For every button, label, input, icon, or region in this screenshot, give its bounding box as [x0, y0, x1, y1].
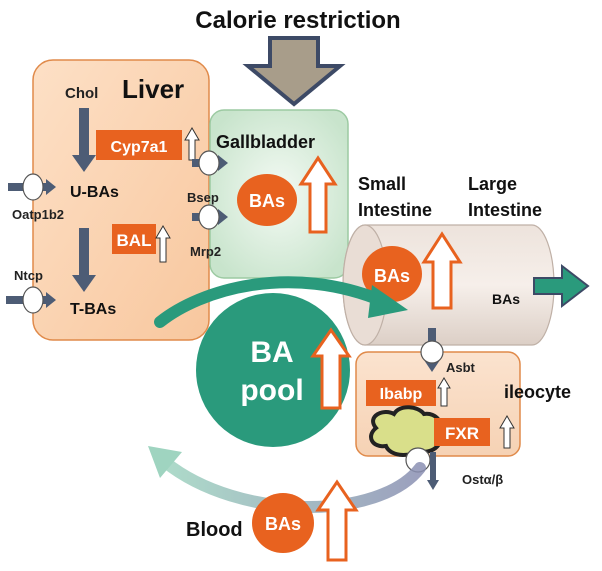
ntcp-arrowhead	[46, 292, 56, 308]
ileocyte-label: ileocyte	[504, 382, 571, 402]
chol-to-ubas-arrow	[79, 108, 89, 158]
blood-up-arrow	[315, 479, 359, 562]
small-intestine-up-arrow	[421, 231, 463, 310]
ibabp-label: Ibabp	[380, 386, 423, 403]
small-intestine-label-1: Small	[358, 174, 406, 194]
liver-to-intestine-flow	[154, 276, 391, 328]
ost-arrowhead	[427, 480, 439, 490]
large-intestine-bas-label: BAs	[492, 291, 520, 307]
small-intestine-label-2: Intestine	[358, 200, 432, 220]
ba-pool-label-1: BA	[250, 336, 293, 369]
ibabp-box	[366, 380, 436, 406]
oatp1b2-label: Oatp1b2	[12, 207, 64, 222]
cyp7a1-up-arrow	[184, 127, 200, 161]
blood-label: Blood	[186, 519, 243, 541]
blood-return-arrowhead	[148, 446, 182, 478]
ubas-label: U-BAs	[70, 184, 119, 201]
gallbladder-bas-node	[237, 174, 297, 226]
bsep-label: Bsep	[187, 190, 219, 205]
small-intestine-bas-label: BAs	[374, 266, 410, 286]
chol-to-ubas-arrowhead	[72, 155, 96, 172]
blood-bas-label: BAs	[265, 514, 301, 534]
cyp7a1-box	[96, 130, 182, 160]
cyp7a1-label: Cyp7a1	[111, 139, 168, 156]
mrp2-label: Mrp2	[190, 244, 221, 259]
blood-bas-node	[252, 493, 314, 553]
fxr-label: FXR	[445, 424, 479, 443]
asbt-arrowhead	[424, 360, 440, 372]
ntcp-transporter	[22, 286, 44, 314]
ntcp-label: Ntcp	[14, 268, 43, 283]
asbt-transporter	[420, 340, 444, 364]
bal-box	[112, 224, 156, 254]
bal-up-arrow	[155, 225, 171, 263]
calorie-restriction-arrow	[242, 36, 346, 107]
liver-label: Liver	[122, 74, 184, 104]
bsep-transporter	[198, 150, 220, 176]
bal-label: BAL	[117, 231, 152, 250]
fxr-box	[434, 418, 490, 446]
oatp1b2-transporter	[22, 173, 44, 201]
large-intestine-label-1: Large	[468, 174, 517, 194]
ubas-to-tbas-arrowhead	[72, 275, 96, 292]
ba-pool-up-arrow	[310, 327, 352, 410]
oatp1b2-arrowhead	[46, 179, 56, 195]
diagram-title: Calorie restriction	[195, 7, 400, 34]
gallbladder-label: Gallbladder	[216, 132, 315, 152]
gallbladder-up-arrow	[298, 155, 338, 234]
excretion-arrow	[533, 263, 590, 309]
ibabp-up-arrow	[437, 377, 451, 407]
gallbladder-bas-label: BAs	[249, 191, 285, 211]
ubas-to-tbas-arrow	[79, 228, 89, 278]
fxr-up-arrow	[499, 415, 515, 449]
ba-pool-circle	[196, 293, 350, 447]
tbas-label: T-BAs	[70, 301, 116, 318]
mrp2-arrowhead	[218, 209, 228, 225]
asbt-label: Asbt	[446, 360, 476, 375]
ost-arrow	[430, 452, 436, 482]
small-intestine-bas-node	[362, 246, 422, 302]
ba-pool-label-2: pool	[240, 374, 303, 407]
ost-label: Ostα/β	[462, 472, 503, 487]
liver-to-intestine-arrowhead	[368, 285, 408, 318]
chol-label: Chol	[65, 85, 98, 102]
nucleus-blob	[369, 405, 443, 457]
large-intestine-label-2: Intestine	[468, 200, 542, 220]
mrp2-transporter	[198, 204, 220, 230]
bsep-arrowhead	[218, 155, 228, 171]
